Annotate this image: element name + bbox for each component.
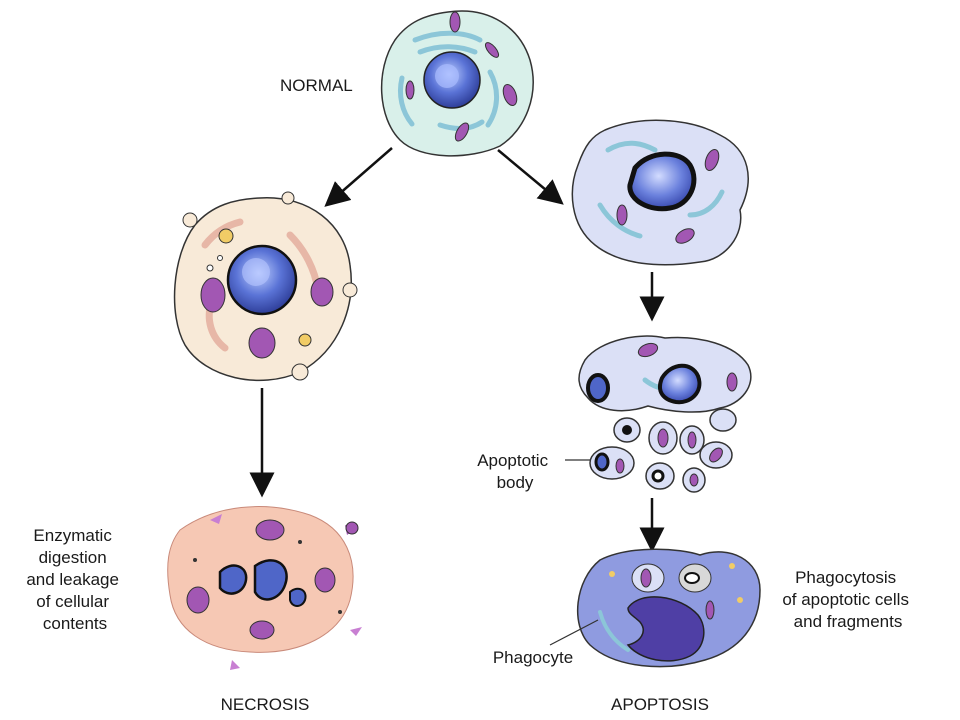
- phagocyte-label: Phagocyte: [493, 648, 573, 667]
- shrunken-cell: [571, 119, 749, 266]
- phagocyte-pointer: [549, 619, 599, 646]
- arrow-to-necrosis: [324, 147, 393, 207]
- apoptotic-body-label: Apoptotic body: [477, 451, 553, 492]
- phagocyte-cell: [577, 548, 761, 668]
- apoptosis-label: APOPTOSIS: [611, 695, 709, 714]
- necrosis-note-line-4: of cellular: [36, 592, 109, 611]
- normal-label: NORMAL: [280, 76, 353, 95]
- phagocytosis-note: Phagocytosis of apoptotic cells and frag…: [782, 568, 913, 631]
- phagocytosis-line-2: of apoptotic cells: [782, 590, 909, 609]
- necrosis-note: Enzymatic digestion and leakage of cellu…: [26, 526, 123, 633]
- necrosis-note-line-2: digestion: [39, 548, 107, 567]
- apoptotic-body-line-1: Apoptotic: [477, 451, 548, 470]
- apoptotic-body-line-2: body: [497, 473, 534, 492]
- phagocytosis-line-1: Phagocytosis: [795, 568, 896, 587]
- normal-cell: [380, 10, 534, 157]
- necrosis-label: NECROSIS: [221, 695, 310, 714]
- necrotic-debris: [167, 506, 362, 670]
- phagocytosis-line-3: and fragments: [794, 612, 903, 631]
- necrosis-note-line-3: and leakage: [26, 570, 119, 589]
- swollen-cell: [173, 191, 358, 382]
- arrow-to-apoptosis: [497, 149, 564, 205]
- necrosis-note-line-5: contents: [43, 614, 107, 633]
- necrosis-note-line-1: Enzymatic: [33, 526, 112, 545]
- fragmenting-cell: [578, 335, 752, 493]
